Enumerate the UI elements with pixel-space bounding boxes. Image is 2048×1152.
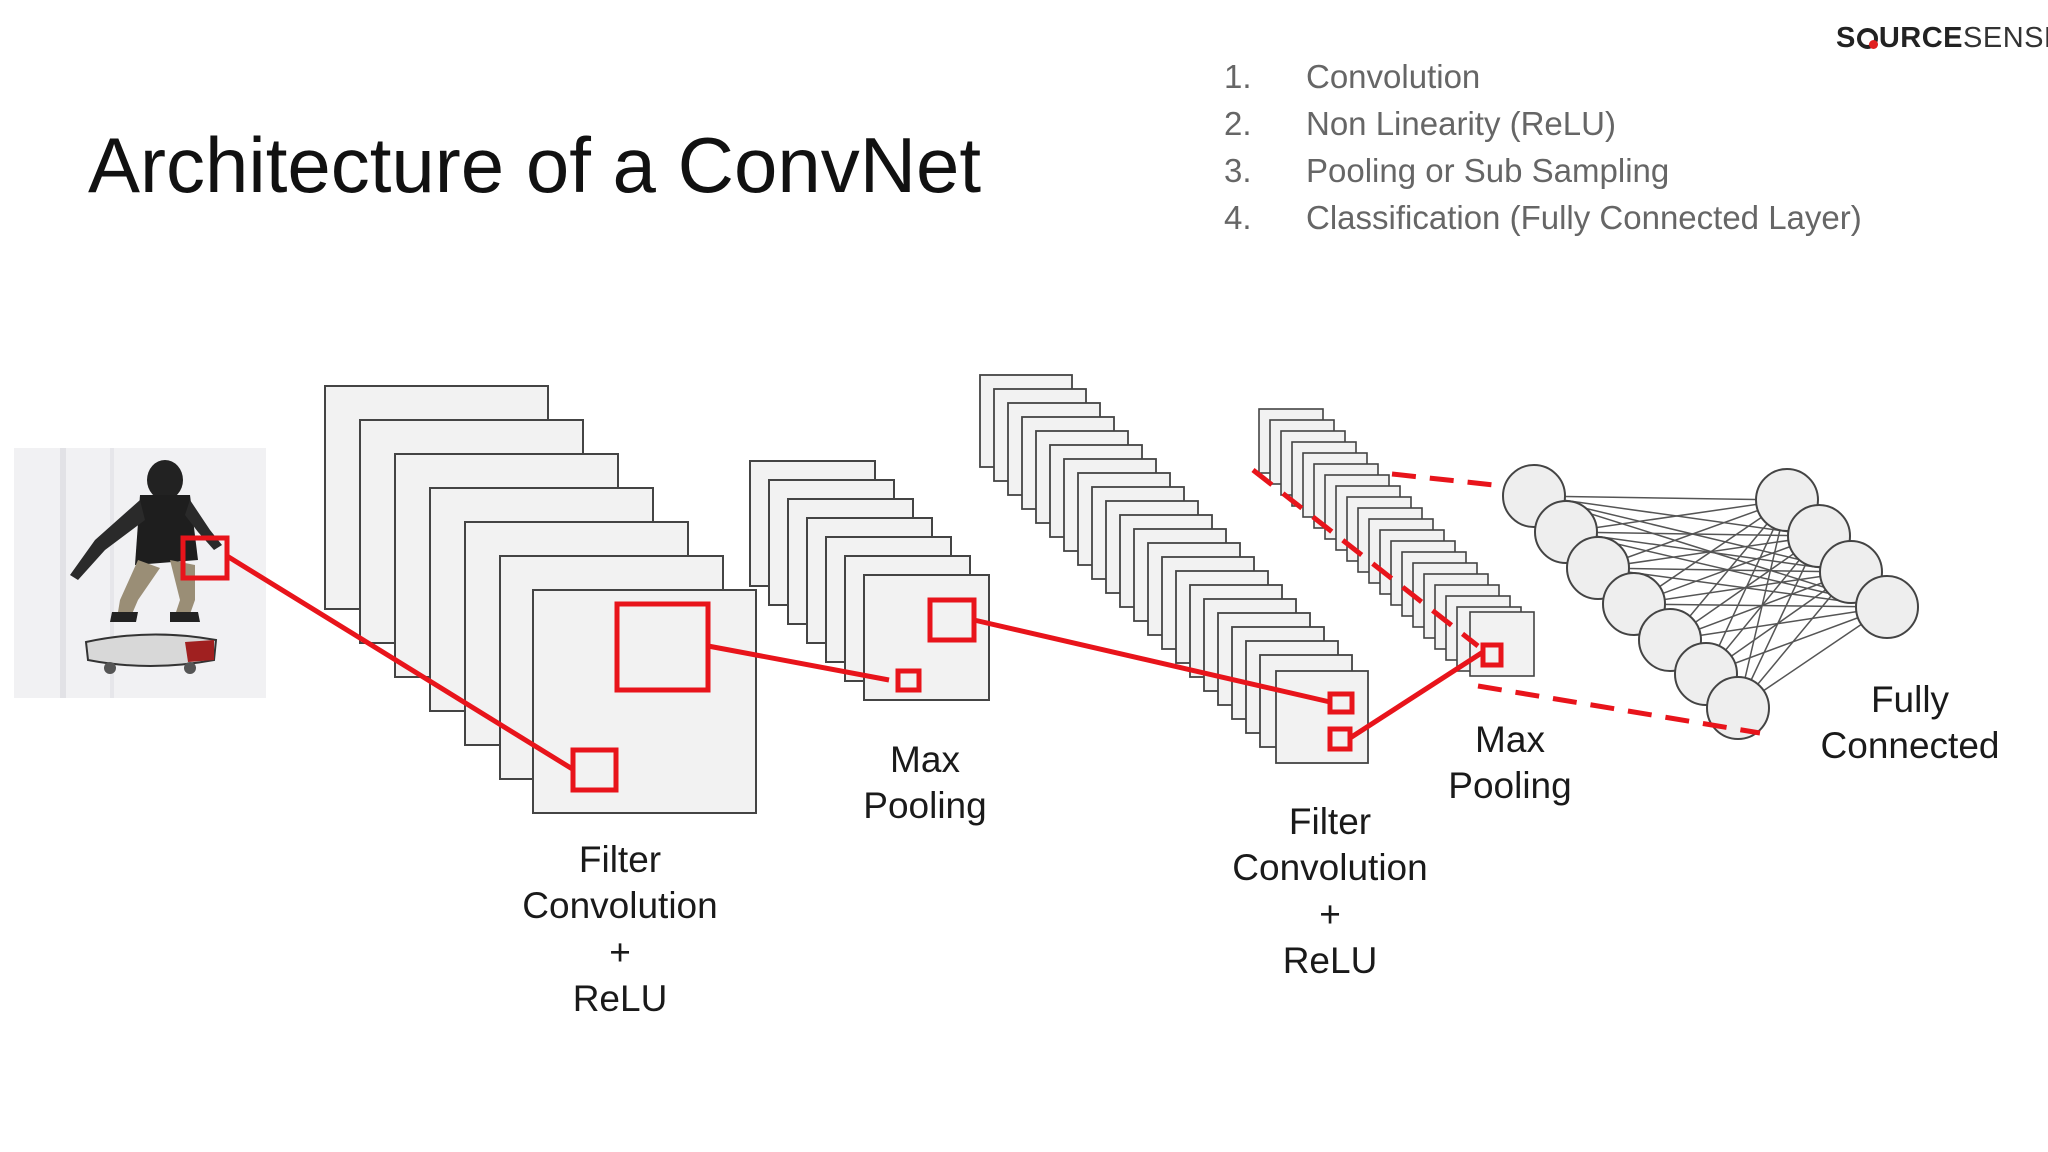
pool1-label: Max Pooling — [863, 739, 986, 826]
pool2-feature-maps — [1258, 408, 1535, 677]
svg-text:Convolution: Convolution — [522, 885, 717, 926]
svg-text:ReLU: ReLU — [1283, 940, 1378, 981]
conv2-feature-maps — [979, 374, 1369, 764]
pool2-label: Max Pooling — [1448, 719, 1571, 806]
pooling-to-fc-dashes — [1251, 468, 1761, 736]
slide-title: Architecture of a ConvNet — [88, 121, 982, 209]
step-item: 1. Convolution — [1224, 58, 1862, 105]
pool1-feature-maps — [749, 460, 990, 701]
fc-output-neurons — [1755, 468, 1919, 639]
svg-text:Convolution: Convolution — [1232, 847, 1427, 888]
conv1-label: Filter Convolution + ReLU — [522, 839, 717, 1019]
conv2-label: Filter Convolution + ReLU — [1232, 801, 1427, 981]
step-text: Non Linearity (ReLU) — [1306, 105, 1616, 142]
steps-list: 1. Convolution 2. Non Linearity (ReLU) 3. P… — [1224, 58, 1862, 246]
svg-text:+: + — [609, 932, 631, 973]
step-item: 4. Classification (Fully Connected Layer) — [1224, 199, 1862, 246]
sourcesense-logo: SURCESENSE — [1836, 22, 2048, 54]
step-number: 4. — [1224, 199, 1252, 236]
step-item: 2. Non Linearity (ReLU) — [1224, 105, 1862, 152]
svg-text:Pooling: Pooling — [1448, 765, 1571, 806]
svg-text:Max: Max — [890, 739, 960, 780]
step-number: 1. — [1224, 58, 1252, 95]
svg-text:Filter: Filter — [579, 839, 661, 880]
logo-o-icon — [1856, 28, 1878, 49]
svg-text:Connected: Connected — [1821, 725, 2000, 766]
step-number: 2. — [1224, 105, 1252, 142]
step-number: 3. — [1224, 152, 1252, 189]
step-text: Convolution — [1306, 58, 1481, 95]
step-item: 3. Pooling or Sub Sampling — [1224, 152, 1862, 199]
svg-text:Pooling: Pooling — [863, 785, 986, 826]
skateboarder-photo-icon — [14, 448, 266, 698]
fc-input-neurons — [1502, 464, 1770, 740]
svg-text:+: + — [1319, 894, 1341, 935]
fc-label: Fully Connected — [1821, 679, 2000, 766]
svg-text:ReLU: ReLU — [573, 978, 668, 1019]
svg-text:Max: Max — [1475, 719, 1545, 760]
step-text: Classification (Fully Connected Layer) — [1306, 199, 1862, 236]
svg-text:Fully: Fully — [1871, 679, 1950, 720]
receptive-field-annotations — [180, 535, 1504, 793]
svg-text:Filter: Filter — [1289, 801, 1371, 842]
step-text: Pooling or Sub Sampling — [1306, 152, 1670, 189]
